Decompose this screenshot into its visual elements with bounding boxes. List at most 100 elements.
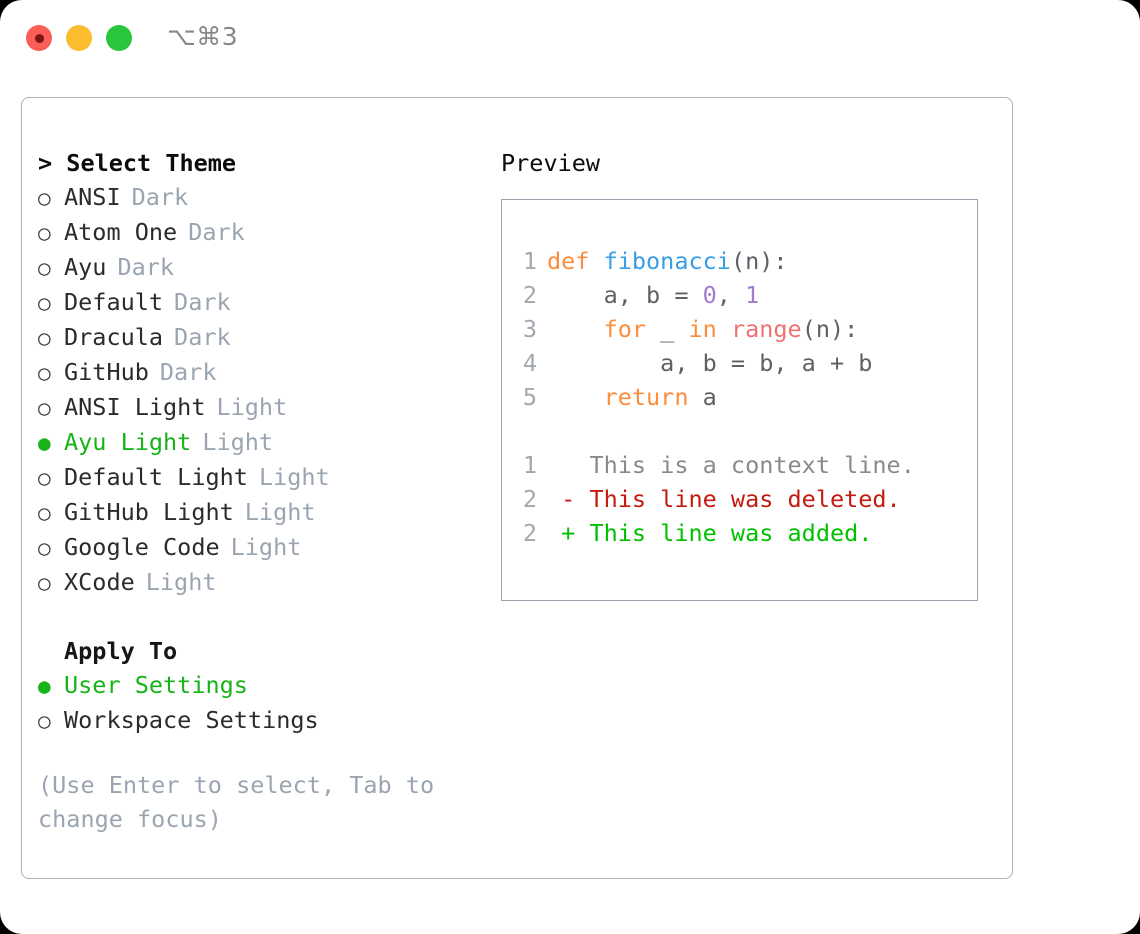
code-token-fn: fibonacci xyxy=(603,247,731,275)
apply-to-option-list: ●User Settings ○ Workspace Settings xyxy=(38,668,478,738)
diff-line-text: - This line was deleted. xyxy=(547,485,901,513)
code-token-txt: a, b = xyxy=(547,281,703,309)
line-number: 2 xyxy=(522,281,537,309)
preview-heading: Preview xyxy=(501,149,601,177)
code-token-txt: , xyxy=(716,281,746,309)
code-token-kw: for xyxy=(603,315,647,343)
line-number: 3 xyxy=(522,315,537,343)
radio-unselected-icon: ○ xyxy=(38,256,51,280)
theme-option-label: XCode xyxy=(64,568,135,596)
code-token-punc: (n): xyxy=(730,247,788,275)
code-line: 4 a, b = b, a + b xyxy=(519,346,915,380)
diff-line-text: This is a context line. xyxy=(547,451,915,479)
code-line: 2 a, b = 0, 1 xyxy=(519,278,915,312)
zoom-button[interactable] xyxy=(106,25,132,51)
theme-option-6[interactable]: ○ ANSI Light Light xyxy=(38,390,478,425)
theme-option-0[interactable]: ○ ANSI Dark xyxy=(38,180,478,215)
theme-option-label: Ayu Light xyxy=(64,428,192,456)
theme-variant-tag: Light xyxy=(230,533,302,561)
radio-unselected-icon: ○ xyxy=(38,466,51,490)
theme-option-label: Default Light xyxy=(64,463,248,491)
theme-option-11[interactable]: ○ XCode Light xyxy=(38,565,478,600)
code-token-kw: def xyxy=(547,247,604,275)
theme-option-label: Ayu xyxy=(64,253,107,281)
code-line: 5 return a xyxy=(519,380,915,414)
code-token-txt xyxy=(717,315,731,343)
title-bar: ⌥⌘3 xyxy=(0,0,1140,76)
apply-option-0[interactable]: ●User Settings xyxy=(38,668,478,703)
code-token-kw: in xyxy=(688,315,717,343)
theme-variant-tag: Dark xyxy=(117,253,175,281)
code-token-txt xyxy=(547,383,604,411)
keyboard-hint-text: (Use Enter to select, Tab to change focu… xyxy=(38,771,435,833)
radio-unselected-icon: ○ xyxy=(38,396,51,420)
theme-variant-tag: Dark xyxy=(174,323,231,351)
diff-line: 2 - This line was deleted. xyxy=(519,482,915,516)
code-token-txt: a, b = b, a + b xyxy=(547,349,873,377)
theme-option-label: GitHub Light xyxy=(64,498,234,526)
radio-unselected-icon: ○ xyxy=(38,186,51,210)
code-token-call: range xyxy=(730,315,802,343)
theme-variant-tag: Dark xyxy=(174,288,231,316)
theme-option-label: Atom One xyxy=(64,218,178,246)
theme-variant-tag: Dark xyxy=(159,358,217,386)
radio-unselected-icon: ○ xyxy=(38,291,51,315)
theme-variant-tag: Light xyxy=(145,568,217,596)
theme-option-7[interactable]: ● Ayu Light Light xyxy=(38,425,478,460)
radio-unselected-icon: ○ xyxy=(38,571,51,595)
apply-to-heading: Apply To xyxy=(64,637,178,665)
window-controls xyxy=(26,25,132,51)
diff-line-text: + This line was added. xyxy=(547,519,873,547)
code-token-num: 1 xyxy=(745,281,760,309)
code-line: 1 def fibonacci(n): xyxy=(519,244,915,278)
theme-variant-tag: Dark xyxy=(131,183,189,211)
diff-line: 2 + This line was added. xyxy=(519,516,915,550)
line-number: 4 xyxy=(522,349,537,377)
radio-selected-icon: ● xyxy=(38,431,51,455)
code-token-kw: return xyxy=(603,383,689,411)
code-line: 3 for _ in range(n): xyxy=(519,312,915,346)
theme-variant-tag: Light xyxy=(216,393,288,421)
theme-variant-tag: Light xyxy=(244,498,316,526)
apply-option-label: Workspace Settings xyxy=(64,706,319,734)
radio-unselected-icon: ○ xyxy=(38,221,51,245)
theme-variant-tag: Light xyxy=(202,428,274,456)
line-number: 1 xyxy=(522,247,537,275)
radio-selected-icon: ● xyxy=(38,674,51,698)
select-theme-heading: > Select Theme xyxy=(38,149,237,177)
code-diff-separator xyxy=(519,414,915,448)
theme-option-label: ANSI Light xyxy=(64,393,206,421)
theme-option-label: Google Code xyxy=(64,533,220,561)
radio-unselected-icon: ○ xyxy=(38,326,51,350)
apply-to-heading-row: Apply To xyxy=(38,634,478,668)
theme-option-2[interactable]: ○ Ayu Dark xyxy=(38,250,478,285)
theme-variant-tag: Light xyxy=(258,463,330,491)
theme-option-8[interactable]: ○ Default Light Light xyxy=(38,460,478,495)
line-number: 1 xyxy=(522,451,537,479)
code-token-txt: _ xyxy=(646,315,689,343)
theme-option-label: GitHub xyxy=(64,358,149,386)
code-token-punc: (n): xyxy=(801,315,859,343)
close-button[interactable] xyxy=(26,25,52,51)
theme-option-label: ANSI xyxy=(64,183,121,211)
line-number: 5 xyxy=(522,383,537,411)
line-number: 2 xyxy=(522,519,537,547)
keyboard-shortcut-label: ⌥⌘3 xyxy=(167,22,239,51)
line-number: 2 xyxy=(522,485,537,513)
radio-unselected-icon: ○ xyxy=(38,709,51,733)
code-token-num: 0 xyxy=(702,281,717,309)
code-token-txt xyxy=(547,315,604,343)
apply-option-1[interactable]: ○ Workspace Settings xyxy=(38,703,478,738)
minimize-button[interactable] xyxy=(66,25,92,51)
code-token-txt: a xyxy=(688,383,717,411)
